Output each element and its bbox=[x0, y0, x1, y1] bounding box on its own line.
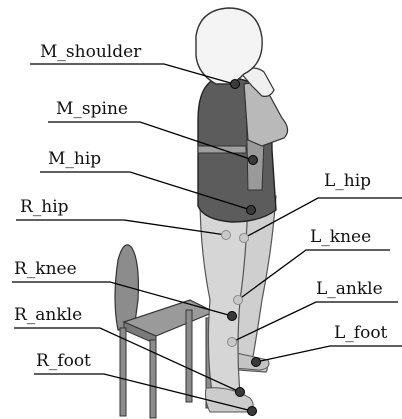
label-l-knee: L_knee bbox=[310, 227, 371, 247]
label-r-foot: R_foot bbox=[36, 351, 91, 371]
joint-l-foot bbox=[252, 358, 261, 367]
chair-leg-back-right bbox=[186, 310, 192, 402]
joint-r-hip bbox=[222, 231, 231, 240]
label-l-foot: L_foot bbox=[334, 323, 388, 343]
joint-r-foot bbox=[248, 407, 257, 416]
joint-m-spine bbox=[249, 156, 258, 165]
label-r-knee: R_knee bbox=[14, 259, 77, 279]
joint-l-hip bbox=[240, 234, 249, 243]
joint-m-shoulder bbox=[231, 80, 240, 89]
label-r-ankle: R_ankle bbox=[14, 305, 82, 325]
joint-r-knee bbox=[228, 312, 237, 321]
chair-leg-back-left bbox=[120, 328, 126, 416]
leader-l-foot bbox=[256, 346, 402, 362]
right-shoe bbox=[206, 388, 254, 412]
label-l-ankle: L_ankle bbox=[316, 279, 383, 299]
chair bbox=[115, 245, 214, 418]
joint-l-ankle bbox=[228, 338, 237, 347]
label-m-hip: M_hip bbox=[48, 149, 101, 169]
label-m-spine: M_spine bbox=[56, 99, 128, 119]
label-l-hip: L_hip bbox=[324, 171, 371, 191]
joint-l-knee bbox=[234, 296, 243, 305]
label-r-hip: R_hip bbox=[20, 197, 69, 217]
leader-r-hip bbox=[16, 220, 226, 235]
joint-m-hip bbox=[247, 206, 256, 215]
arms bbox=[240, 68, 288, 146]
label-m-shoulder: M_shoulder bbox=[40, 42, 142, 62]
joint-r-ankle bbox=[236, 388, 245, 397]
chair-backrest bbox=[115, 245, 138, 330]
